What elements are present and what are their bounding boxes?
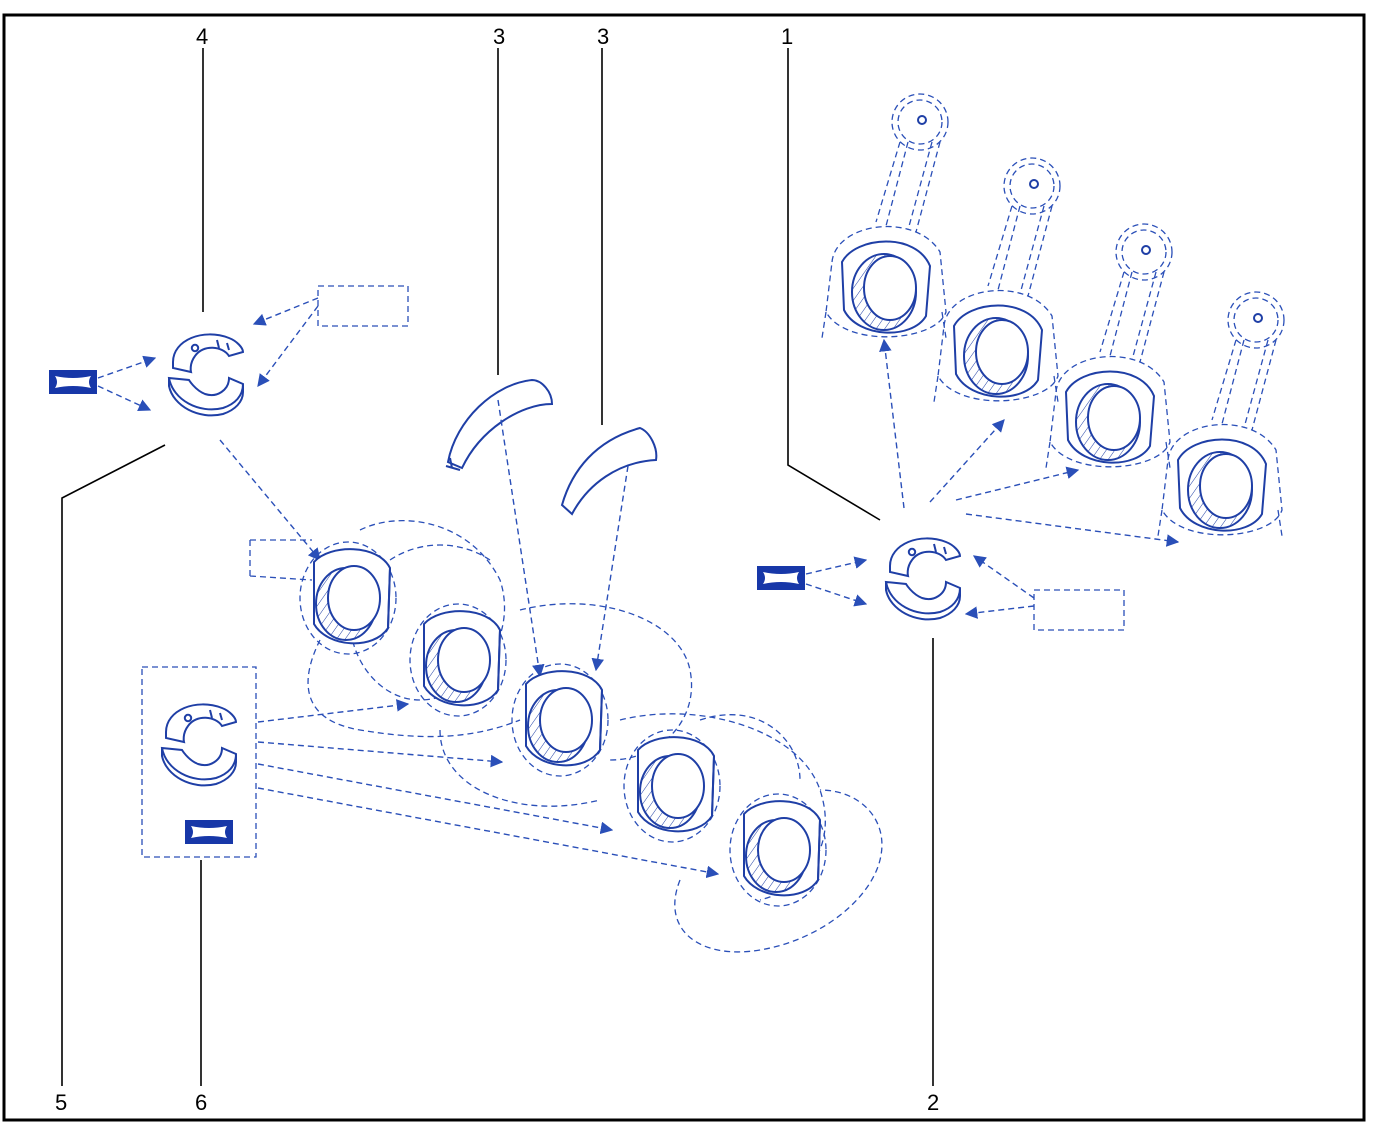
callout-4: 4	[196, 24, 208, 49]
callout-1: 1	[781, 24, 793, 49]
main-journal-1-icon	[299, 541, 397, 655]
leader-lines	[61, 48, 934, 1086]
flow-arrows-thrust	[497, 399, 629, 678]
callout-5: 5	[55, 1090, 67, 1115]
reference-box-top-left	[317, 285, 409, 327]
selection-tag-icon	[49, 370, 97, 394]
main-journal-5-icon	[729, 793, 827, 907]
main-bearing-shell-lower-icon	[161, 703, 237, 787]
selection-tag-lower-icon	[185, 820, 233, 844]
connecting-rod-1-icon	[821, 93, 949, 339]
rod-bearing-shell-icon	[885, 537, 961, 621]
callout-6: 6	[195, 1090, 207, 1115]
flow-arrows-right	[805, 338, 1180, 619]
main-journal-4-icon	[623, 729, 721, 843]
callout-2: 2	[927, 1090, 939, 1115]
thrust-washer-right-icon	[560, 426, 658, 516]
connecting-rod-2-icon	[933, 157, 1061, 403]
thrust-washer-left-icon	[445, 378, 554, 471]
diagram-frame	[2, 13, 1366, 1122]
callout-3a: 3	[493, 24, 505, 49]
connecting-rod-4-icon	[1157, 291, 1285, 537]
main-journal-2-icon	[409, 603, 507, 717]
crankshaft-icon	[249, 520, 883, 953]
reference-box-right	[1033, 589, 1125, 631]
flow-arrows-bottom-left	[257, 699, 720, 879]
bearing-set-box	[141, 666, 257, 858]
callout-3b: 3	[597, 24, 609, 49]
connecting-rod-3-icon	[1045, 223, 1173, 469]
main-journal-3-icon	[511, 663, 609, 777]
selection-tag-right-icon	[757, 566, 805, 590]
main-bearing-shell-upper-icon	[168, 333, 244, 417]
